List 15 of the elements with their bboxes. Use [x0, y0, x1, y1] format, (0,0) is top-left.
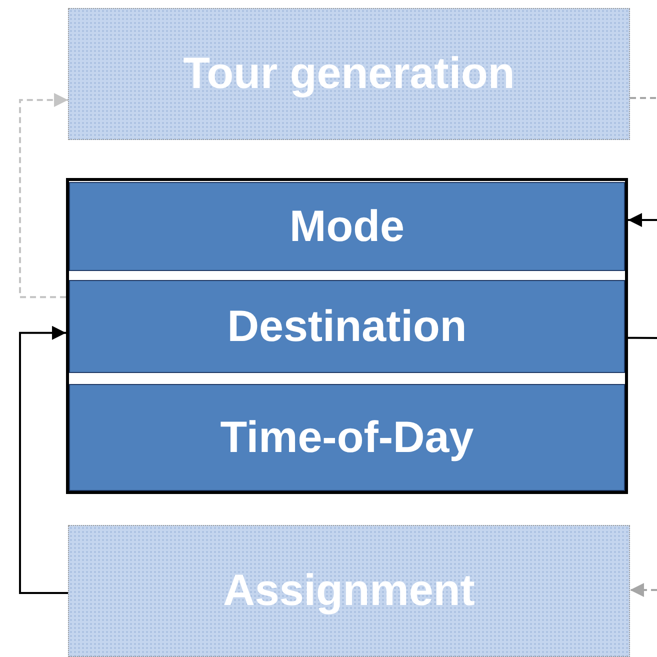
box-label: Assignment — [223, 569, 475, 613]
faded-process-box — [68, 8, 630, 140]
box-label: Mode — [290, 204, 404, 248]
process-box — [69, 280, 625, 373]
group-box — [66, 178, 628, 494]
box-label: Tour generation — [183, 52, 515, 96]
faded-process-box — [68, 525, 630, 657]
connector-arrow — [19, 326, 68, 594]
box-label: Time-of-Day — [220, 416, 474, 460]
process-box — [69, 384, 625, 491]
connector-arrow — [630, 582, 657, 597]
connector-arrow — [628, 213, 657, 228]
connector-arrow — [19, 93, 68, 298]
process-box — [69, 182, 625, 271]
box-label: Destination — [227, 304, 467, 348]
